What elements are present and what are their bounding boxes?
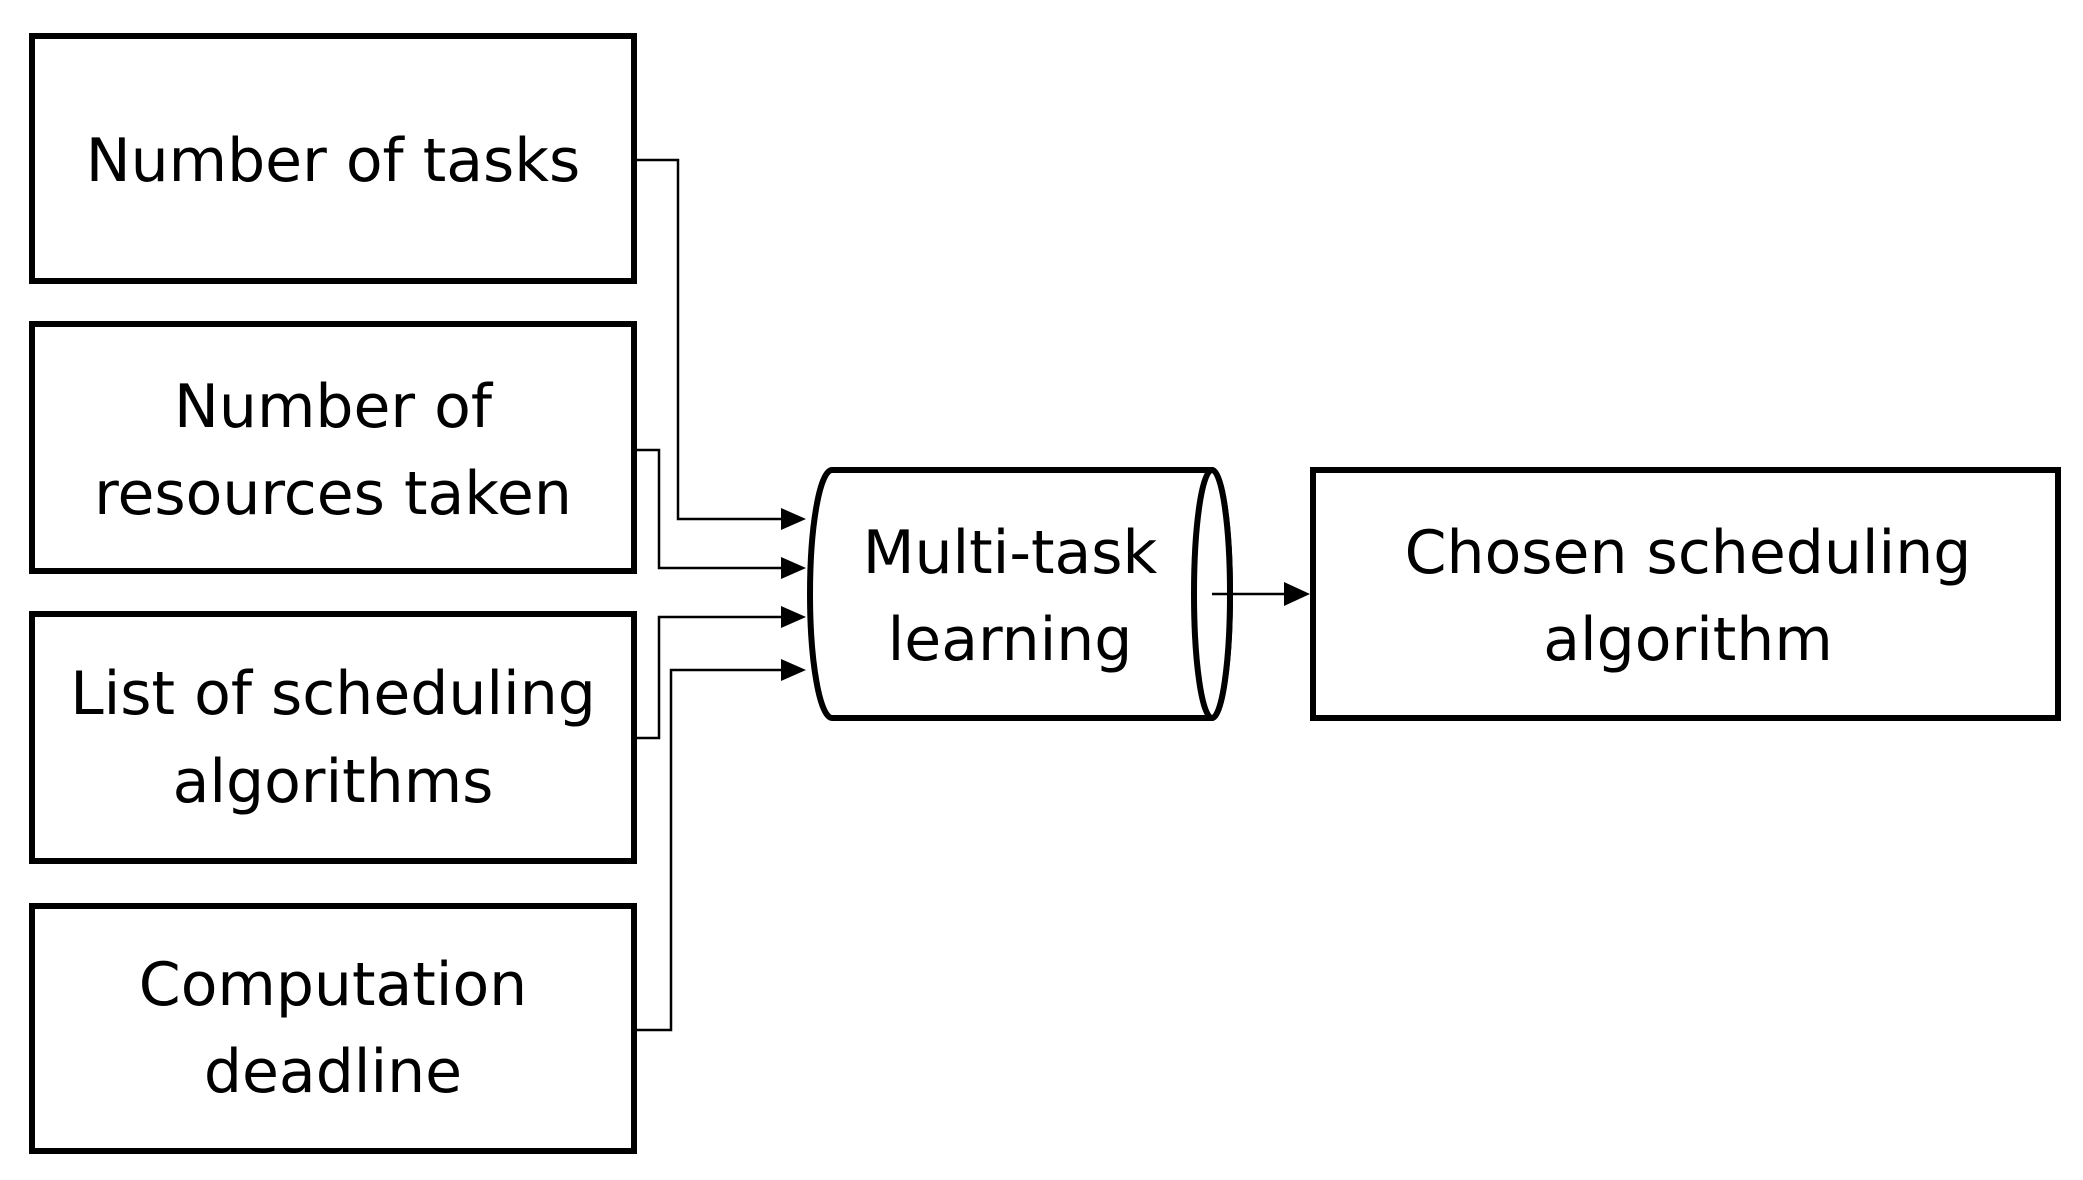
input-box-computation-deadline: Computation deadline (29, 903, 637, 1154)
connector-algorithms-to-learning (637, 615, 788, 740)
cylinder-body (807, 467, 1233, 721)
connector-tasks-to-learning (637, 158, 788, 521)
input-box-list-of-scheduling-algorithms: List of scheduling algorithms (29, 611, 637, 864)
arrowhead-output (1284, 582, 1310, 606)
input-label-number-of-tasks-line-1: Number of tasks (86, 126, 581, 196)
input-label-computation-deadline-line-1: Computation (139, 950, 527, 1020)
input-label-number-of-resources-line-2: resources taken (94, 459, 572, 529)
input-label-number-of-resources-line-1: Number of (174, 372, 494, 442)
connector-deadline-to-learning (637, 668, 788, 1032)
input-label-computation-deadline-line-2: deadline (204, 1037, 462, 1107)
arrowhead-resources (781, 557, 806, 579)
connector-resources-to-learning (637, 448, 788, 570)
arrowhead-algorithms (781, 606, 806, 628)
output-box-chosen-scheduling-algorithm: Chosen scheduling algorithm (1310, 467, 2061, 721)
arrowhead-deadline (781, 659, 806, 681)
input-box-number-of-resources: Number of resources taken (29, 321, 637, 574)
input-label-list-of-scheduling-line-1: List of scheduling (70, 659, 596, 729)
output-label-line-2: algorithm (1543, 605, 1833, 675)
center-label-line-2: learning (888, 605, 1133, 675)
output-label-line-1: Chosen scheduling (1405, 518, 1972, 588)
input-label-list-of-scheduling-line-2: algorithms (173, 747, 494, 817)
center-label-line-1: Multi-task (863, 518, 1158, 588)
multi-task-learning-cylinder: Multi-task learning (807, 467, 1233, 721)
arrowhead-tasks (781, 508, 806, 530)
input-box-number-of-tasks: Number of tasks (29, 33, 637, 284)
